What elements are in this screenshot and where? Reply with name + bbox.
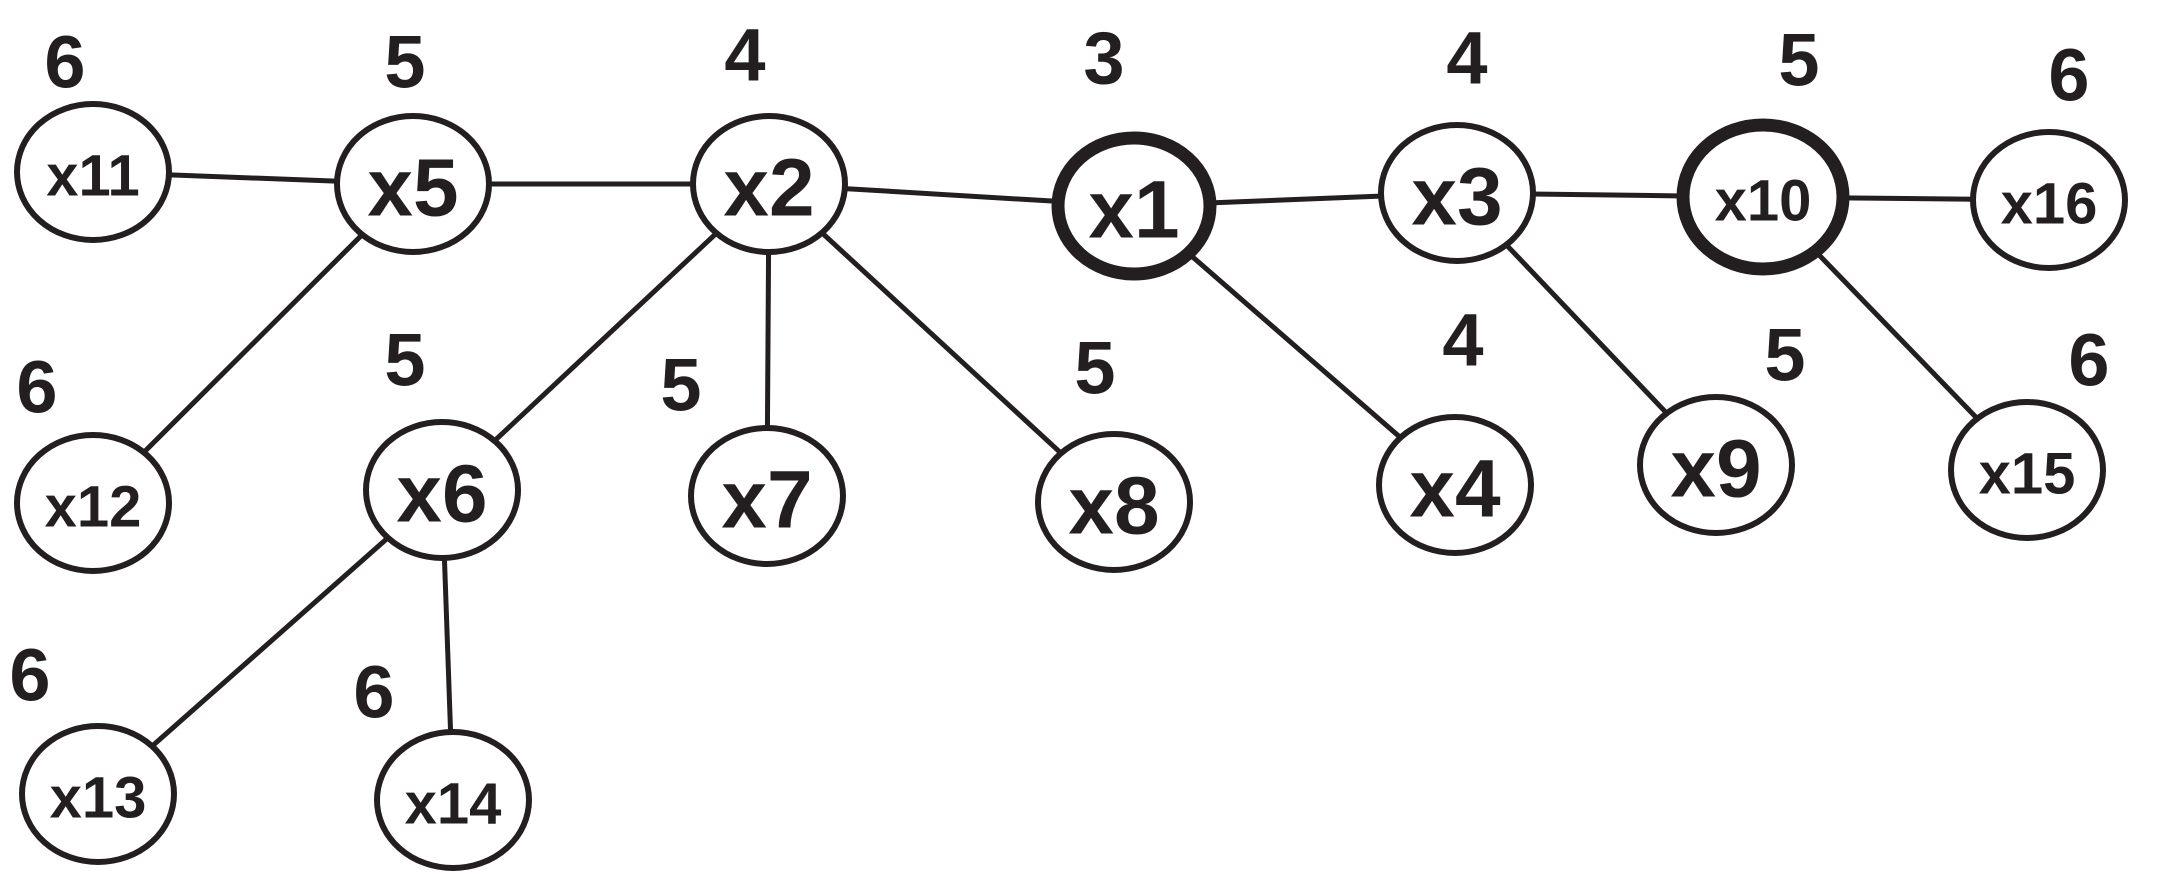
level-label-x3: 4 <box>1446 17 1487 100</box>
node-x14: x14 <box>374 729 532 871</box>
level-label-x9: 5 <box>1764 314 1805 397</box>
node-x16: x16 <box>1970 129 2128 271</box>
node-ellipse-x3 <box>1378 122 1536 264</box>
node-ellipse-x8 <box>1035 431 1193 573</box>
level-label-x14: 6 <box>353 651 394 734</box>
edge-x10-x15 <box>1811 247 1982 423</box>
node-label-x14: x14 <box>405 772 502 837</box>
edge-x2-x1 <box>840 185 1063 205</box>
edge-x6-x14 <box>441 553 454 737</box>
edge-x6-x13 <box>148 533 392 751</box>
level-label-x12: 6 <box>16 346 57 429</box>
node-x5: x5 <box>334 113 492 255</box>
node-label-x10: x10 <box>1715 169 1812 234</box>
node-x15: x15 <box>1948 399 2106 541</box>
edge-x3-x9 <box>1502 240 1671 418</box>
edges-layer <box>139 172 1982 751</box>
node-ellipse-x11 <box>14 101 172 243</box>
level-label-x5: 5 <box>384 21 425 104</box>
node-ellipse-x6 <box>363 419 521 561</box>
node-label-x12: x12 <box>45 475 142 540</box>
level-label-x16: 6 <box>2048 34 2089 117</box>
node-ellipse-x12 <box>14 432 172 574</box>
node-label-x1: x1 <box>1088 165 1179 256</box>
node-x2: x2 <box>690 113 848 255</box>
node-ellipse-x16 <box>1970 129 2128 271</box>
level-label-x8: 5 <box>1074 327 1115 410</box>
level-label-x6: 5 <box>384 319 425 402</box>
node-label-x16: x16 <box>2001 172 2098 237</box>
node-label-x11: x11 <box>46 144 140 209</box>
edge-x11-x5 <box>164 172 342 184</box>
level-label-x1: 3 <box>1083 17 1124 100</box>
level-label-x2: 4 <box>724 14 765 97</box>
level-label-x15: 6 <box>2068 319 2109 402</box>
node-x7: x7 <box>688 425 846 567</box>
edge-x2-x6 <box>490 229 721 445</box>
node-x4: x4 <box>1376 414 1534 556</box>
edge-x1-x4 <box>1184 249 1405 442</box>
node-ellipse-x4 <box>1376 414 1534 556</box>
edge-x5-x12 <box>139 230 367 457</box>
node-label-x2: x2 <box>723 143 814 234</box>
node-label-x7: x7 <box>721 455 812 546</box>
node-label-x5: x5 <box>367 143 458 234</box>
edge-x2-x7 <box>764 247 772 433</box>
node-ellipse-x5 <box>334 113 492 255</box>
node-x3: x3 <box>1378 122 1536 264</box>
edge-x3-x10 <box>1528 191 1688 199</box>
node-ellipse-x10 <box>1676 118 1850 276</box>
node-label-x13: x13 <box>50 766 147 831</box>
edge-x2-x8 <box>817 228 1066 458</box>
node-x8: x8 <box>1035 431 1193 573</box>
node-x1: x1 <box>1051 131 1217 281</box>
level-labels-layer: 3 4 4 4 5 5 5 5 5 5 6 6 6 6 6 6 <box>9 14 2109 734</box>
node-ellipse-x14 <box>374 729 532 871</box>
node-x11: x11 <box>14 101 172 243</box>
node-ellipse-x1 <box>1051 131 1217 281</box>
level-label-x7: 5 <box>660 344 701 427</box>
node-ellipse-x15 <box>1948 399 2106 541</box>
level-label-x11: 6 <box>44 21 85 104</box>
node-label-x9: x9 <box>1670 424 1761 515</box>
node-label-x8: x8 <box>1068 461 1159 552</box>
node-x6: x6 <box>363 419 521 561</box>
level-label-x4: 4 <box>1442 299 1483 382</box>
node-label-x4: x4 <box>1409 444 1501 535</box>
node-label-x6: x6 <box>396 449 487 540</box>
node-label-x15: x15 <box>1979 442 2076 507</box>
node-ellipse-x7 <box>688 425 846 567</box>
edge-x1-x3 <box>1205 193 1386 206</box>
node-x13: x13 <box>19 723 177 865</box>
level-label-x13: 6 <box>9 634 50 717</box>
level-label-x10: 5 <box>1778 19 1819 102</box>
node-x9: x9 <box>1637 394 1795 536</box>
node-label-x3: x3 <box>1411 152 1502 243</box>
node-ellipse-x2 <box>690 113 848 255</box>
node-ellipse-x9 <box>1637 394 1795 536</box>
node-ellipse-x13 <box>19 723 177 865</box>
node-x10: x10 <box>1676 118 1850 276</box>
edge-x10-x16 <box>1838 195 1978 202</box>
node-x12: x12 <box>14 432 172 574</box>
nodes-layer: x1 x2 x3 x4 x5 x6 x7 x8 x9 x10 x11 x12 x13 x14 x15 x16 <box>14 101 2128 871</box>
